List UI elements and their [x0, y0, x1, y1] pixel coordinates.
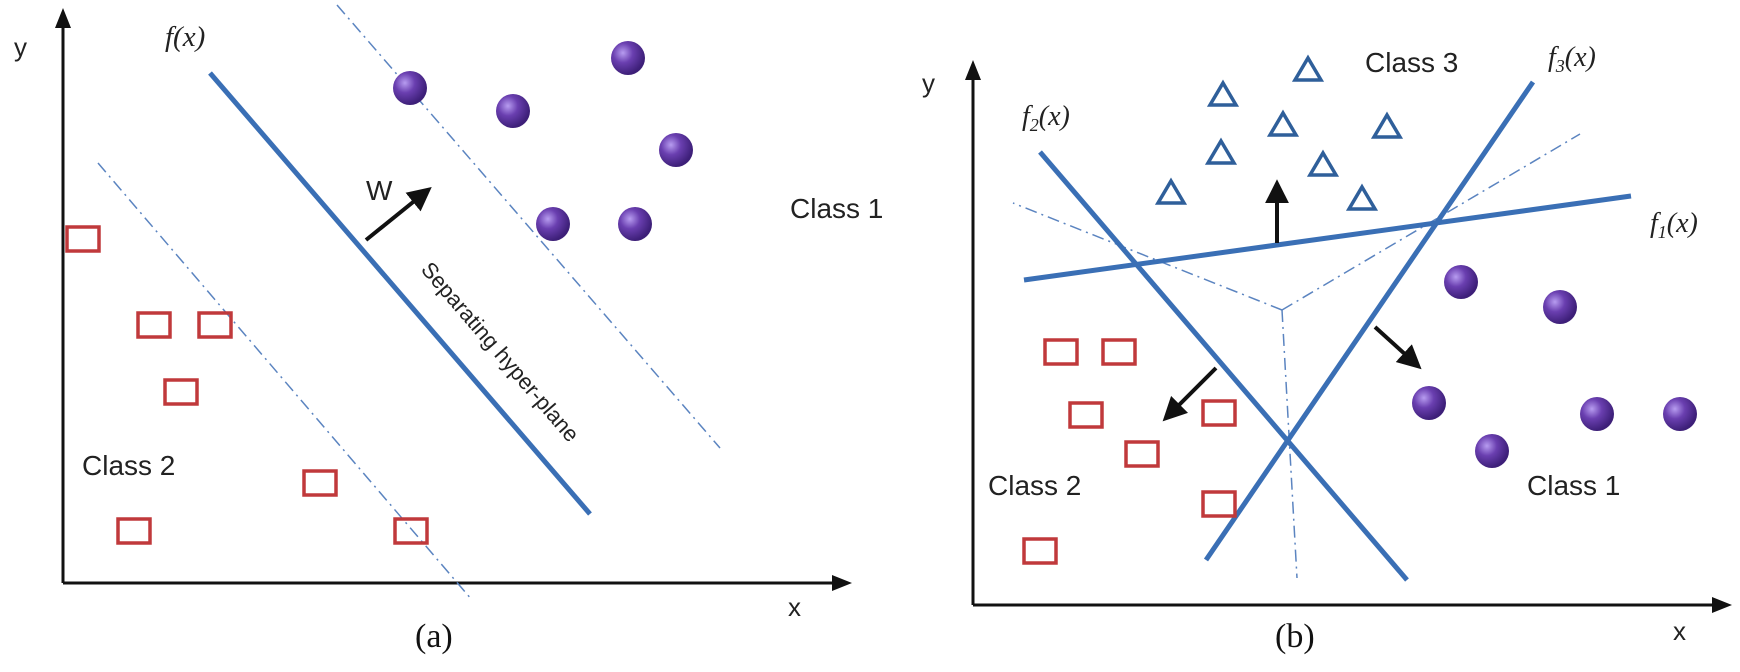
- square-marker-icon: [393, 517, 429, 545]
- panel-a-margin-line-lower: [97, 162, 473, 601]
- circle-marker-icon: [1543, 290, 1577, 324]
- square-marker-icon: [1201, 490, 1237, 518]
- triangle-marker-icon: [1291, 54, 1325, 82]
- panel-a-caption: (a): [415, 618, 453, 655]
- panel-b-f2-label: f2(x): [1022, 101, 1070, 135]
- triangle-marker-icon: [1204, 137, 1238, 165]
- panel-b-x-label: x: [1673, 616, 1686, 646]
- panel-b-f2-line: [1038, 150, 1409, 582]
- panel-b-class2-label: Class 2: [988, 470, 1081, 501]
- triangle-marker-icon: [1154, 177, 1188, 205]
- circle-marker-icon: [659, 133, 693, 167]
- square-marker-icon: [163, 378, 199, 406]
- circle-marker-icon: [618, 207, 652, 241]
- panel-a-function-label: f(x): [165, 21, 205, 53]
- panel-b-f1-label: f1(x): [1650, 208, 1698, 242]
- panel-b-f1-line: [1023, 193, 1632, 283]
- square-marker-icon: [1101, 338, 1137, 366]
- panel-a-y-label: y: [14, 32, 27, 62]
- panel-b: y x f2(x) f3(x) f1(x) C: [922, 42, 1732, 646]
- triangle-marker-icon: [1370, 111, 1404, 139]
- panel-b-x-axis-arrow-icon: [1712, 597, 1732, 613]
- circle-marker-icon: [1412, 386, 1446, 420]
- circle-marker-icon: [1580, 397, 1614, 431]
- circle-marker-icon: [393, 71, 427, 105]
- panel-b-region-boundaries: [1012, 133, 1581, 579]
- square-marker-icon: [1043, 338, 1079, 366]
- circle-marker-icon: [536, 207, 570, 241]
- panel-b-arrow-down-left: [1162, 366, 1218, 422]
- panel-a-class1-points: [393, 41, 693, 241]
- panel-b-class3-label: Class 3: [1365, 47, 1458, 78]
- triangle-marker-icon: [1266, 109, 1300, 137]
- circle-marker-icon: [496, 94, 530, 128]
- square-marker-icon: [302, 469, 338, 497]
- panel-a-hyperplane: [208, 71, 592, 516]
- panel-b-y-label: y: [922, 68, 935, 98]
- panel-b-y-axis-arrow-icon: [965, 60, 981, 80]
- panel-b-class2-points: [1022, 338, 1237, 565]
- panel-b-class3-points: [1154, 54, 1404, 211]
- circle-marker-icon: [1663, 397, 1697, 431]
- circle-marker-icon: [1475, 434, 1509, 468]
- triangle-marker-icon: [1345, 183, 1379, 211]
- panel-b-f3-label: f3(x): [1548, 42, 1596, 76]
- panel-b-class1-label: Class 1: [1527, 470, 1620, 501]
- square-marker-icon: [197, 311, 233, 339]
- panel-a-x-axis-arrow-icon: [832, 575, 852, 591]
- square-marker-icon: [1022, 537, 1058, 565]
- square-marker-icon: [1124, 440, 1160, 468]
- panel-a-y-axis-arrow-icon: [55, 8, 71, 28]
- panel-a-class2-label: Class 2: [82, 450, 175, 481]
- panel-b-f3-line: [1203, 80, 1536, 562]
- circle-marker-icon: [1444, 265, 1478, 299]
- square-marker-icon: [1201, 399, 1237, 427]
- panel-b-class1-points: [1412, 265, 1697, 468]
- panel-a-hyperplane-label: Separating hyper-plane: [416, 257, 584, 447]
- panel-b-arrow-down-right: [1373, 325, 1422, 370]
- panel-a-weight-label: W: [366, 175, 393, 206]
- panel-a: y x f(x) Separating hyper-plane W Class …: [14, 4, 883, 622]
- panel-a-x-label: x: [788, 592, 801, 622]
- circle-marker-icon: [611, 41, 645, 75]
- panel-b-caption: (b): [1275, 618, 1315, 655]
- square-marker-icon: [65, 225, 101, 253]
- triangle-marker-icon: [1306, 149, 1340, 177]
- square-marker-icon: [116, 517, 152, 545]
- panel-a-weight-arrow: [364, 186, 432, 242]
- square-marker-icon: [136, 311, 172, 339]
- square-marker-icon: [1068, 401, 1104, 429]
- triangle-marker-icon: [1206, 79, 1240, 107]
- panel-a-class1-label: Class 1: [790, 193, 883, 224]
- panel-a-class2-points: [65, 225, 429, 545]
